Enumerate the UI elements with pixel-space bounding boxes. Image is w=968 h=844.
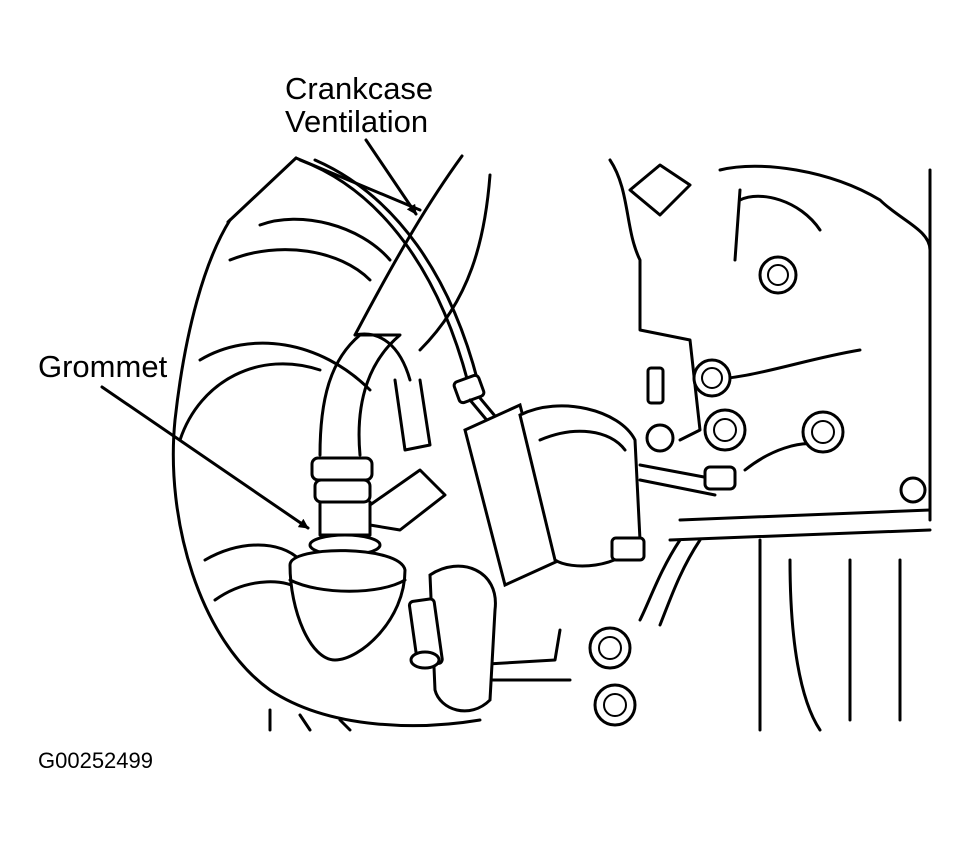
bolts xyxy=(588,255,927,727)
leader-lines xyxy=(100,138,464,530)
hose-clamp xyxy=(407,564,497,713)
crankcase-ventilation-arrow xyxy=(364,138,418,216)
crankcase-label-line1: Crankcase xyxy=(285,71,434,106)
grommet xyxy=(288,533,407,662)
valve-body xyxy=(463,402,642,682)
intake-duct xyxy=(171,173,492,732)
figure-id: G00252499 xyxy=(38,748,153,773)
grommet-label: Grommet xyxy=(38,349,168,384)
crankcase-ventilation-tube xyxy=(298,158,507,432)
crankcase-label-line2: Ventilation xyxy=(285,104,429,139)
pcv-hose xyxy=(310,332,447,537)
grommet-arrow xyxy=(100,385,310,530)
